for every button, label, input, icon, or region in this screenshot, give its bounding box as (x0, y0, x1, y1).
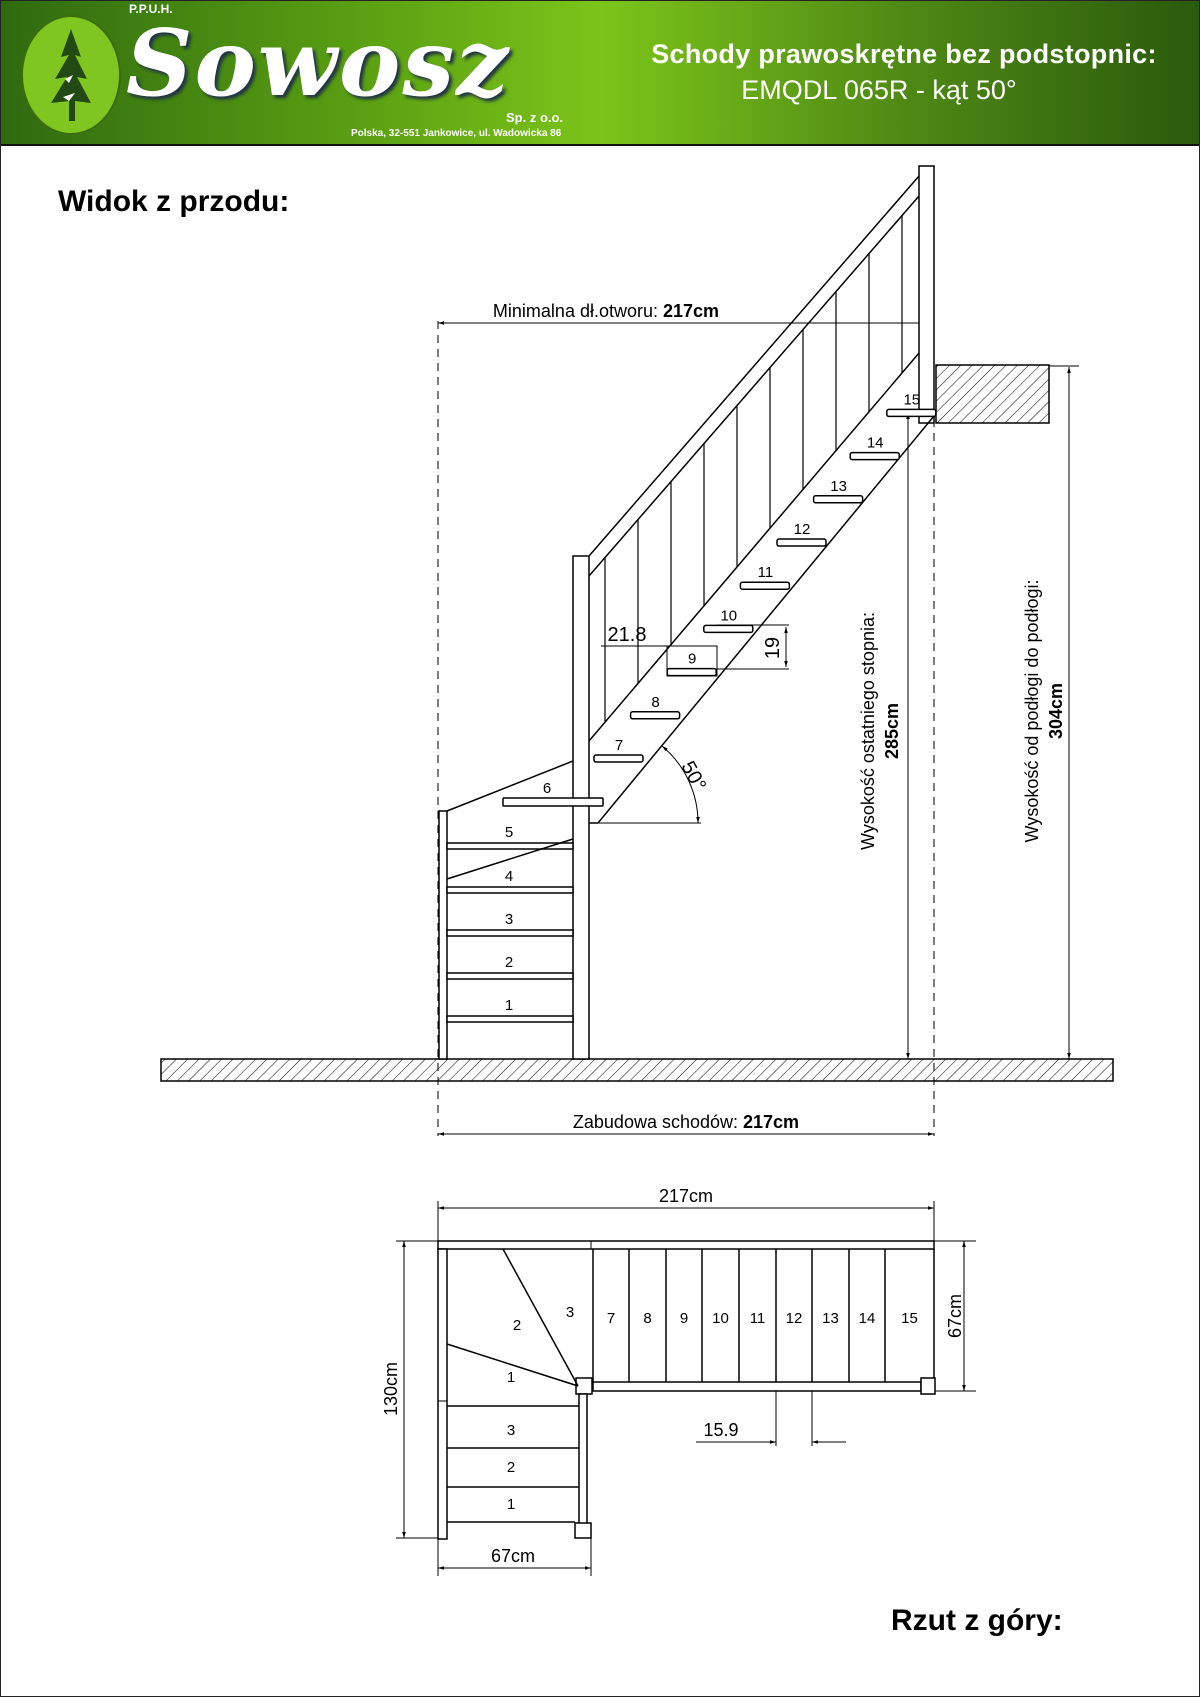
document-title: Schody prawoskrętne bez podstopnic: (651, 39, 1157, 69)
tread-front-upper (666, 667, 717, 677)
front-view-title: Widok z przodu: (58, 185, 290, 218)
tread-front-upper (593, 754, 644, 763)
step-number: 12 (794, 521, 811, 538)
step-number: 7 (615, 737, 623, 754)
step-number: 7 (607, 1310, 615, 1327)
company-address: Polska, 32-551 Jankowice, ul. Wadowicka … (351, 128, 562, 139)
top-depth-dimension: 130cm (381, 1362, 401, 1416)
step-number: 10 (720, 607, 737, 624)
tread-front-lower (446, 929, 574, 937)
step-number: 2 (507, 1459, 515, 1476)
floor-hatch (160, 1058, 1114, 1082)
svg-text:Wysokość od podłogi do podłogi: Wysokość od podłogi do podłogi: (1022, 579, 1042, 842)
step-number: 8 (643, 1310, 651, 1327)
step-number: 10 (712, 1310, 729, 1327)
company-suffix: Sp. z o.o. (506, 110, 564, 125)
step-number: 4 (505, 868, 513, 885)
svg-text:Wysokość ostatniego stopnia:: Wysokość ostatniego stopnia: (858, 612, 878, 850)
step-number: 3 (505, 911, 513, 928)
step-number: 2 (505, 954, 513, 971)
floor-to-floor-height-dimension: Wysokość od podłogi do podłogi: 304cm (1022, 579, 1066, 842)
step-number: 11 (750, 1310, 766, 1327)
winder-step-number: 1 (507, 1369, 515, 1386)
step-number: 6 (543, 780, 551, 797)
company-prefix: P.P.U.H. (129, 2, 173, 16)
winder-step-number: 2 (513, 1317, 521, 1334)
step-number: 13 (830, 478, 847, 495)
tread-front-upper (849, 451, 900, 461)
flight-width-right-dimension: 67cm (945, 1294, 965, 1338)
tread-front-upper (739, 581, 791, 590)
tread-front-upper (703, 624, 754, 634)
tread-front-upper (812, 495, 864, 504)
brand-logo-text: Sowosz (126, 9, 511, 117)
step-number: 13 (822, 1310, 839, 1327)
document-subtitle: EMQDL 065R - kąt 50° (741, 75, 1017, 105)
step-number: 9 (680, 1310, 688, 1327)
top-view-title: Rzut z góry: (891, 1604, 1063, 1637)
tread-front-upper (776, 538, 827, 547)
header-banner: P.P.U.H. Sowosz Sp. z o.o. Polska, 32-55… (1, 1, 1199, 146)
riser-height-dimension: 19 (762, 637, 784, 659)
step-number: 14 (859, 1310, 876, 1327)
top-width-dimension: 217cm (659, 1186, 713, 1206)
tread-depth-dimension: 21.8 (608, 624, 647, 646)
step-number: 14 (867, 435, 884, 452)
tread-front-lower (446, 886, 574, 894)
step-number: 3 (507, 1422, 515, 1439)
footprint-dimension: Zabudowa schodów: 217cm (573, 1112, 799, 1132)
step-number: 1 (507, 1496, 515, 1513)
ceiling-hatch (935, 364, 1050, 424)
step-number: 15 (901, 1310, 918, 1327)
step-number: 12 (786, 1310, 803, 1327)
tread-front-lower (446, 972, 574, 980)
step-number: 11 (758, 564, 774, 581)
tread-front-lower (446, 1015, 574, 1023)
tread-width-dimension: 15.9 (703, 1420, 738, 1440)
tread-front-upper (629, 711, 681, 720)
svg-text:285cm: 285cm (882, 703, 902, 759)
winder-step-number: 3 (566, 1304, 574, 1321)
svg-text:304cm: 304cm (1046, 683, 1066, 739)
last-step-height-dimension: Wysokość ostatniego stopnia: 285cm (858, 612, 902, 850)
angle-dimension: 50° (676, 758, 710, 795)
step-number: 1 (505, 997, 513, 1014)
tread-front-upper (886, 408, 937, 418)
step-number: 9 (688, 651, 696, 668)
step-number: 15 (903, 391, 920, 408)
tree-logo-icon (21, 15, 121, 135)
tread-front-lower (446, 842, 574, 850)
opening-dimension: Minimalna dł.otworu: 217cm (493, 301, 719, 321)
step-number: 8 (651, 694, 659, 711)
step-number: 5 (505, 824, 513, 841)
flight-width-bottom-dimension: 67cm (491, 1546, 535, 1566)
